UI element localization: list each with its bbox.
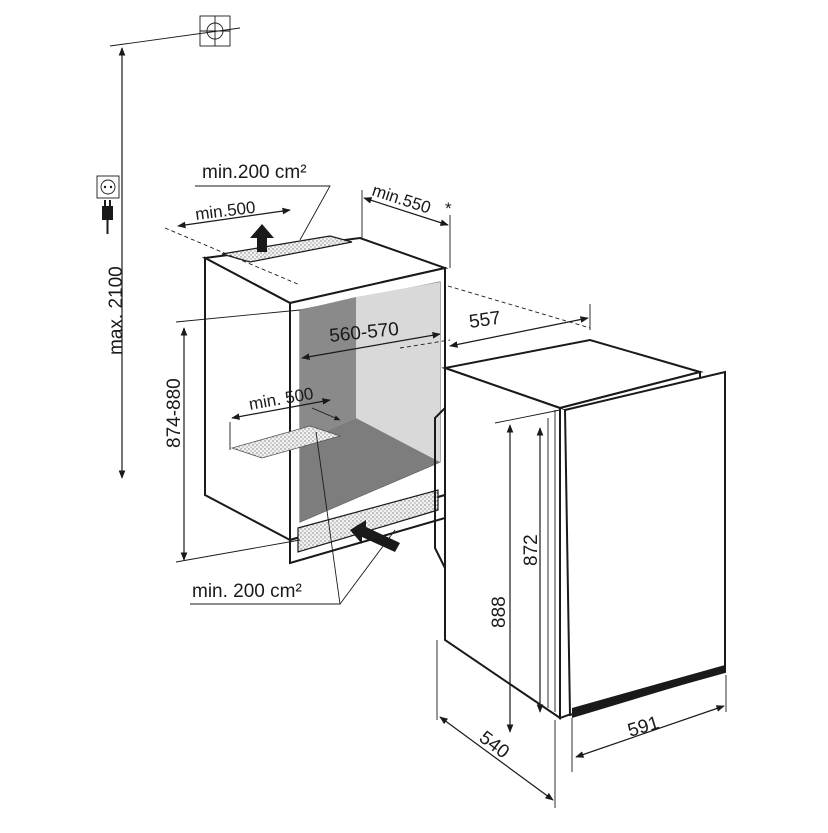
niche-width-dimension-line xyxy=(301,331,441,361)
top-depth-dimension-line xyxy=(177,207,291,229)
bottom-vent-leader-2 xyxy=(339,529,396,605)
floor-depth-pointer xyxy=(311,407,341,421)
appliance-width-label: 591 xyxy=(625,712,661,741)
appliance-width-dimension-line xyxy=(575,705,725,758)
top-vent-area-label: min.200 cm² xyxy=(202,162,307,183)
top-depth-label: min.500 xyxy=(194,198,256,224)
appliance xyxy=(434,338,726,720)
bottom-vent-arrow xyxy=(350,520,400,552)
top-vent-arrow xyxy=(250,224,274,252)
top-extension-line xyxy=(164,227,301,286)
niche-height-bottom-ext xyxy=(175,539,301,563)
floor-depth-dimension-line xyxy=(231,398,331,420)
appliance-height-inner-label: 872 xyxy=(521,534,542,566)
power-socket-icon xyxy=(96,175,120,199)
app-height-top-ext xyxy=(494,409,561,424)
max-height-label: max. 2100 xyxy=(106,266,127,355)
min-depth-label: min.550 xyxy=(370,181,433,218)
appliance-depth-dimension-line xyxy=(439,716,554,801)
niche-depth-extension xyxy=(447,285,591,329)
appliance-height-outer-label: 888 xyxy=(489,596,510,628)
min-depth-dimension-line xyxy=(363,197,449,226)
niche-height-label: 874-880 xyxy=(164,378,185,448)
niche-height-top-ext xyxy=(175,309,301,323)
appliance-depth-label: 540 xyxy=(475,727,513,763)
niche-depth-label: 557 xyxy=(468,308,502,333)
ceiling-mount-icon xyxy=(199,15,231,47)
ceiling-line xyxy=(109,27,241,47)
niche-depth-extension-2 xyxy=(399,339,451,349)
niche-cabinet xyxy=(201,235,449,565)
niche-depth-dimension-line xyxy=(449,316,589,348)
min-depth-asterisk: * xyxy=(445,199,452,218)
top-vent-leader xyxy=(195,185,331,241)
power-plug-icon xyxy=(102,200,113,234)
bottom-vent-area-label: min. 200 cm² xyxy=(192,581,302,602)
